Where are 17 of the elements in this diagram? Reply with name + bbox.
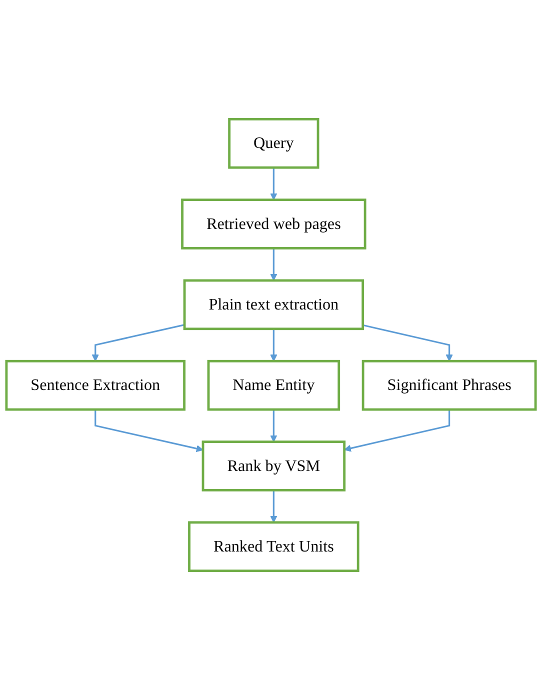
node-box: Plain text extraction [183, 279, 364, 330]
node-box: Query [228, 118, 320, 169]
arrow [94, 410, 204, 452]
node-box: Significant Phrases [362, 360, 537, 411]
node-box: Rank by VSM [202, 440, 346, 492]
arrow [270, 490, 278, 523]
arrow [92, 324, 185, 362]
node-box: Sentence Extraction [5, 360, 186, 411]
arrow [270, 168, 278, 200]
arrow [270, 328, 278, 362]
node-box: Retrieved web pages [181, 198, 366, 250]
arrow [362, 324, 453, 362]
arrow [270, 410, 278, 442]
arrow [344, 410, 450, 452]
node-box: Name Entity [207, 360, 340, 411]
arrow [270, 248, 278, 281]
node-box: Ranked Text Units [188, 521, 360, 572]
